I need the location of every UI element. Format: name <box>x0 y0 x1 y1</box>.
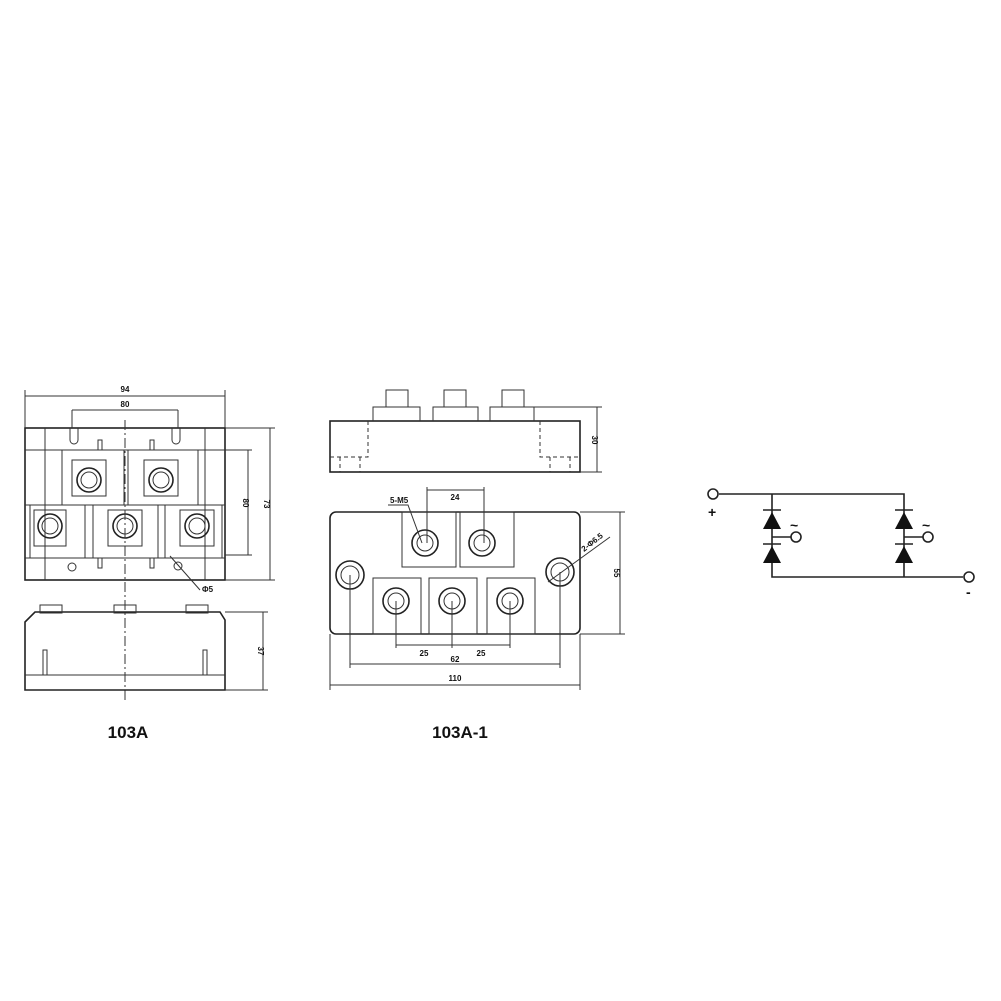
ac-terminal-2 <box>922 531 934 543</box>
minus-terminal <box>963 571 975 583</box>
103a-1-side-view: 30 <box>329 389 602 473</box>
plus-label: + <box>708 504 716 520</box>
drawing-label-103a-1: 103A-1 <box>432 723 488 742</box>
103a-side-view: 37 <box>24 604 268 691</box>
terminal-screws <box>382 529 524 615</box>
dim-hole-spacing-62: 62 <box>451 655 460 664</box>
terminal-screws <box>33 459 215 547</box>
minus-label: - <box>966 584 971 600</box>
dim-width: 55 <box>612 569 621 578</box>
ac-label-1: ~ <box>790 517 798 533</box>
ac-label-2: ~ <box>922 517 930 533</box>
diode-icon <box>763 543 781 563</box>
dim-overall-length-110: 110 <box>449 674 462 683</box>
103a-top-view: 94 80 80 73 Φ5 <box>24 385 275 700</box>
dim-hole-spacing: 80 <box>121 400 130 409</box>
dim-inner-width: 80 <box>241 499 250 508</box>
drawing-label-103a: 103A <box>108 723 149 742</box>
dim-hole-diameter: Φ5 <box>202 585 214 594</box>
bridge-schematic: + - ~ ~ <box>707 488 975 600</box>
ac-terminal-1 <box>790 531 802 543</box>
diode-icon <box>895 509 913 529</box>
dim-overall-length: 94 <box>121 385 130 394</box>
dim-pitch-left: 25 <box>420 649 429 658</box>
diode-icon <box>895 543 913 563</box>
diode-icon <box>763 509 781 529</box>
dim-screw: 5-M5 <box>390 496 409 505</box>
103a-1-top-view: 24 5-M5 2-Φ6.5 55 25 25 62 110 <box>329 487 625 690</box>
dim-overall-width: 73 <box>262 500 271 509</box>
dim-pitch-right: 25 <box>477 649 486 658</box>
dim-side-height: 30 <box>590 436 599 445</box>
dim-terminal-spacing: 24 <box>451 493 460 502</box>
plus-terminal <box>707 488 719 500</box>
dim-height: 37 <box>256 647 265 656</box>
